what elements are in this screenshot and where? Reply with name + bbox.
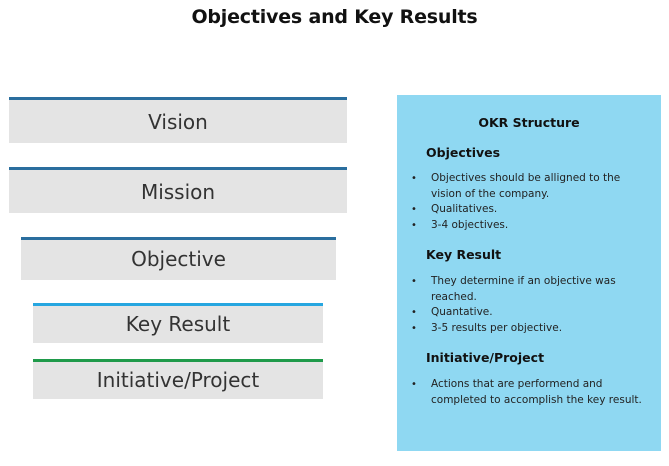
bullet-dot: • xyxy=(411,173,417,184)
level-mission-bar xyxy=(9,167,347,170)
bullet-dot: • xyxy=(411,204,417,215)
level-mission: Mission xyxy=(9,167,347,213)
level-initiative-project-bar xyxy=(33,359,323,362)
bullet-text: 3-4 objectives. xyxy=(431,218,509,231)
bullet-dot: • xyxy=(411,307,417,318)
bullet-text: Actions that are performend and complete… xyxy=(431,378,642,406)
level-key-result-bar xyxy=(33,303,323,306)
section-heading-objectives: Objectives xyxy=(426,145,501,160)
section-heading-key-result: Key Result xyxy=(426,247,502,262)
key-result-bullet-list: • They determine if an objective was reac… xyxy=(411,274,651,336)
bullet-dot: • xyxy=(411,322,417,334)
bullet-text: 3-5 results per objective. xyxy=(431,321,563,334)
list-item: • Actions that are performend and complet… xyxy=(411,377,651,408)
list-item: • 3-4 objectives. xyxy=(411,218,651,234)
objectives-bullet-list: • Objectives should be alligned to the vi… xyxy=(411,171,651,233)
level-vision-label: Vision xyxy=(148,110,208,134)
list-item: • Quantative. xyxy=(411,305,651,321)
bullet-dot: • xyxy=(411,219,417,231)
initiative-project-bullet-list: • Actions that are performend and complet… xyxy=(411,377,651,408)
level-objective-label: Objective xyxy=(131,247,226,271)
bullet-dot: • xyxy=(411,379,417,390)
level-key-result-label: Key Result xyxy=(125,312,231,336)
list-item: • 3-5 results per objective. xyxy=(411,321,651,337)
level-vision-bar xyxy=(9,97,347,100)
level-initiative-project-label: Initiative/Project xyxy=(96,368,260,392)
level-objective-bar xyxy=(21,237,336,240)
section-heading-initiative-project: Initiative/Project xyxy=(426,350,545,365)
page-title: Objectives and Key Results xyxy=(191,6,478,28)
bullet-text: They determine if an objective was reach… xyxy=(431,275,616,303)
list-item: • Qualitatives. xyxy=(411,202,651,218)
list-item: • Objectives should be alligned to the vi… xyxy=(411,171,651,202)
level-initiative-project: Initiative/Project xyxy=(33,359,323,399)
list-item: • They determine if an objective was reac… xyxy=(411,274,651,305)
bullet-text: Qualitatives. xyxy=(431,203,498,215)
bullet-dot: • xyxy=(411,276,417,287)
bullet-text: Quantative. xyxy=(431,306,493,318)
level-vision: Vision xyxy=(9,97,347,143)
level-mission-label: Mission xyxy=(140,180,216,204)
bullet-text: Objectives should be alligned to the vis… xyxy=(431,172,621,200)
panel-title: OKR Structure xyxy=(478,115,580,130)
okr-structure-panel: OKR Structure Objectives • Objectives sho… xyxy=(397,95,661,451)
level-objective: Objective xyxy=(21,237,336,280)
level-key-result: Key Result xyxy=(33,303,323,343)
